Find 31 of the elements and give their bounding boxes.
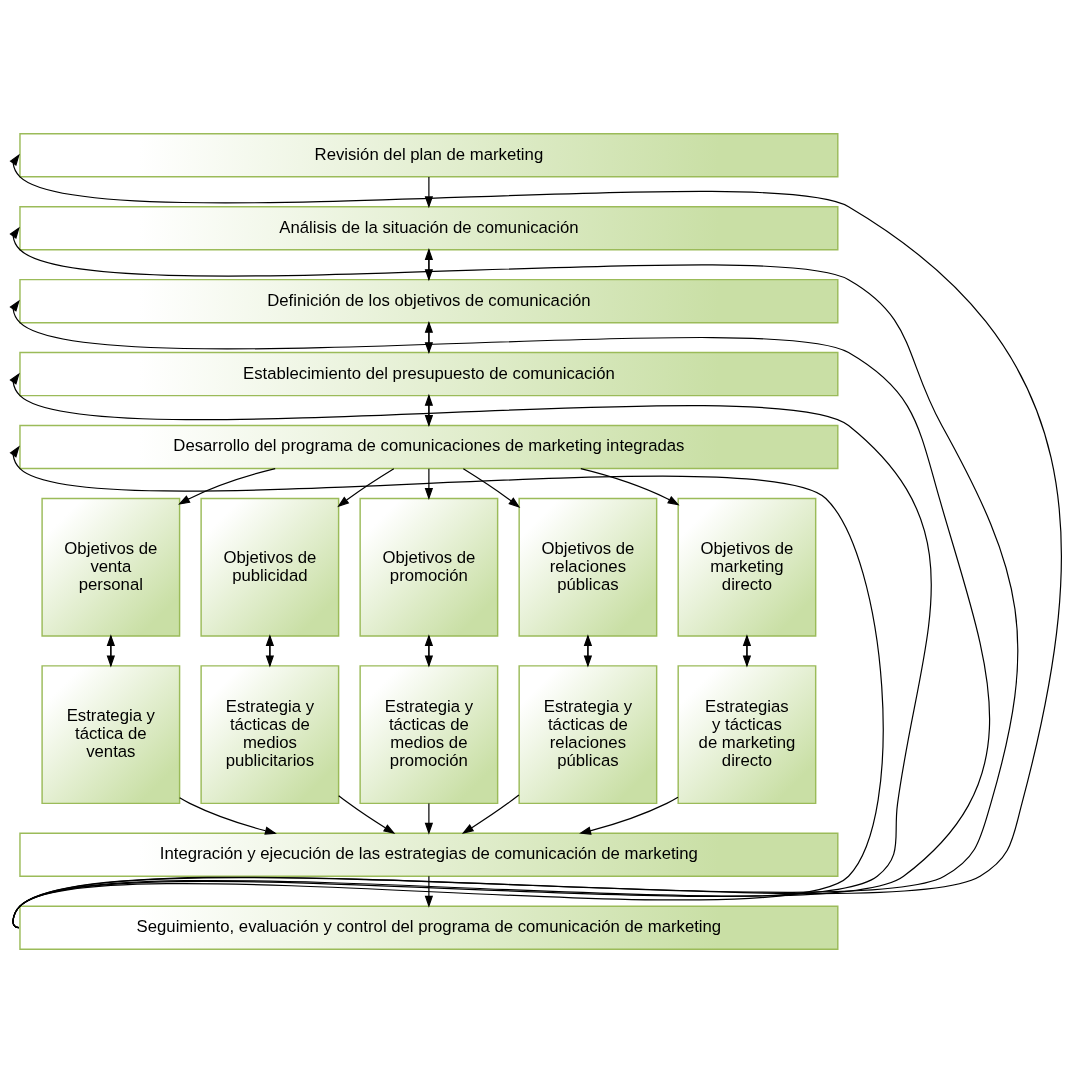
node-box: Definición de los objetivos de comunicación bbox=[19, 278, 839, 324]
arrow bbox=[9, 372, 932, 929]
arrow bbox=[462, 468, 521, 508]
arrow bbox=[337, 468, 395, 508]
node-box: Revisión del plan de marketing bbox=[19, 133, 839, 178]
node-box: Objetivos de marketing directo bbox=[677, 497, 817, 637]
node-box: Desarrollo del programa de comunicaciones de marketing integradas bbox=[19, 424, 839, 470]
arrow bbox=[9, 445, 884, 929]
node-box: Objetivos de venta personal bbox=[41, 497, 181, 637]
node-box: Objetivos de promoción bbox=[359, 497, 499, 637]
node-box: Objetivos de publicidad bbox=[200, 497, 340, 637]
node-box: Estrategia y tácticas de medios publicitarios bbox=[200, 665, 340, 805]
node-box: Integración y ejecución de las estrategias de comunicación de marketing bbox=[19, 832, 839, 877]
arrow bbox=[579, 796, 679, 835]
node-box: Estrategia y tácticas de medios de promoción bbox=[359, 665, 499, 805]
arrow bbox=[580, 468, 680, 506]
arrow bbox=[178, 468, 276, 505]
arrow bbox=[424, 176, 434, 209]
node-box: Estrategia y táctica de ventas bbox=[41, 665, 181, 805]
arrow bbox=[179, 797, 277, 835]
arrow bbox=[424, 875, 434, 908]
arrow bbox=[338, 795, 396, 835]
arrow bbox=[424, 468, 434, 500]
node-box: Análisis de la situación de comunicación bbox=[19, 206, 839, 251]
node-box: Estrategia y tácticas de relaciones públicas bbox=[518, 665, 658, 805]
node-box: Estrategias y tácticas de marketing directo bbox=[677, 665, 817, 805]
arrow bbox=[424, 803, 434, 835]
node-box: Establecimiento del presupuesto de comunicación bbox=[19, 351, 839, 397]
node-box: Objetivos de relaciones públicas bbox=[518, 497, 658, 637]
arrow bbox=[461, 794, 520, 834]
node-box: Seguimiento, evaluación y control del programa de comunicación de marketing bbox=[19, 905, 839, 950]
